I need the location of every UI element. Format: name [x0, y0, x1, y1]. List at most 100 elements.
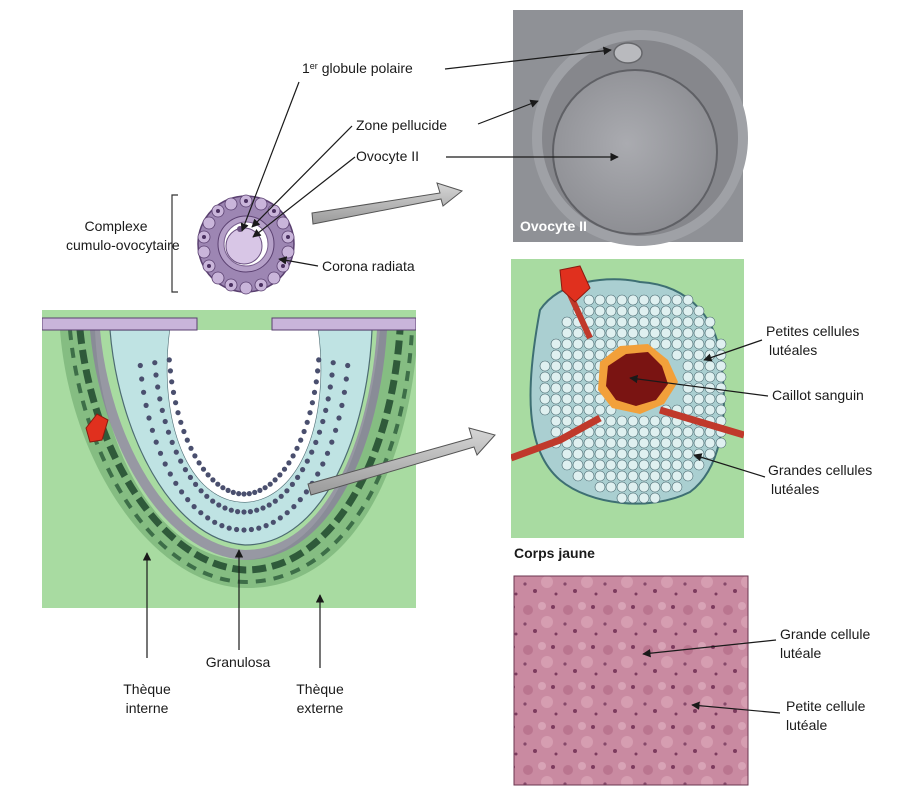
lutein-cell: [705, 361, 715, 371]
lutein-cell: [683, 306, 693, 316]
lutein-cell: [573, 328, 583, 338]
lutein-cell: [562, 361, 572, 371]
lutein-cell: [551, 394, 561, 404]
lutein-cell: [683, 438, 693, 448]
lutein-cell: [617, 328, 627, 338]
granulosa-nucleus: [323, 408, 328, 413]
lutein-cell: [639, 482, 649, 492]
granulosa-nucleus: [256, 526, 261, 531]
lutein-cell: [584, 372, 594, 382]
granulosa-nucleus: [329, 440, 334, 445]
lutein-cell: [650, 416, 660, 426]
lutein-cell: [639, 317, 649, 327]
label-theque-interne: Thèque interne: [102, 680, 192, 718]
lutein-cell: [683, 372, 693, 382]
lutein-cell: [716, 361, 726, 371]
granulosa-nucleus: [150, 428, 155, 433]
label-theque-externe-line2: externe: [275, 699, 365, 718]
lutein-cell: [606, 460, 616, 470]
granulosa-nucleus: [257, 488, 262, 493]
granulosa-nucleus: [260, 505, 265, 510]
lutein-cell: [705, 394, 715, 404]
granulosa-nucleus: [336, 415, 341, 420]
granulosa-nucleus: [241, 509, 246, 514]
granulosa-nucleus: [282, 467, 287, 472]
lutein-cell: [584, 449, 594, 459]
lutein-cell: [650, 449, 660, 459]
granulosa-nucleus: [316, 357, 321, 362]
lutein-cell: [628, 449, 638, 459]
lutein-cell: [617, 416, 627, 426]
lutein-cell: [595, 328, 605, 338]
granulosa-nucleus: [241, 527, 246, 532]
granulosa-nucleus: [234, 527, 239, 532]
lutein-cell: [606, 295, 616, 305]
granulosa-nucleus: [325, 451, 330, 456]
granulosa-nucleus: [333, 428, 338, 433]
granulosa-nucleus: [167, 357, 172, 362]
lutein-cell: [705, 372, 715, 382]
lutein-cell: [606, 438, 616, 448]
granulosa-nucleus: [304, 489, 309, 494]
granulosa-nucleus: [168, 471, 173, 476]
granulosa-nucleus: [188, 446, 193, 451]
lutein-cell: [573, 405, 583, 415]
granulosa-nucleus: [291, 504, 296, 509]
label-globule-polaire: 1er globule polaire: [302, 59, 413, 78]
label-complexe-line1: Complexe: [66, 217, 166, 236]
lutein-cell: [595, 438, 605, 448]
lutein-cell: [595, 449, 605, 459]
lutein-cell: [672, 471, 682, 481]
lutein-cell: [595, 339, 605, 349]
granulosa-nucleus: [302, 429, 307, 434]
label-grande-cellule-line1: Grande cellule: [780, 625, 870, 644]
granulosa-nucleus: [317, 430, 322, 435]
granulosa-nucleus: [146, 415, 151, 420]
granulosa-nucleus: [339, 403, 344, 408]
granulosa-nucleus: [163, 419, 168, 424]
lutein-cell: [606, 471, 616, 481]
lutein-cell: [562, 383, 572, 393]
lutein-cell: [683, 295, 693, 305]
lutein-cell: [628, 460, 638, 470]
granulosa-nucleus: [345, 363, 350, 368]
lutein-cell: [573, 361, 583, 371]
leader-ovocyte-complex: [253, 157, 355, 237]
granulosa-nucleus: [199, 488, 204, 493]
granulosa-nucleus: [201, 467, 206, 472]
lutein-cell: [584, 383, 594, 393]
label-zone-pellucide: Zone pellucide: [356, 116, 447, 135]
lutein-cell: [716, 438, 726, 448]
granulosa-nucleus: [138, 363, 143, 368]
lutein-cell: [617, 295, 627, 305]
lutein-cell: [705, 328, 715, 338]
lutein-cell: [584, 405, 594, 415]
granulosa-nucleus: [305, 420, 310, 425]
lutein-cell: [672, 317, 682, 327]
granulosa-nucleus: [168, 368, 173, 373]
lutein-cell: [716, 405, 726, 415]
lutein-cell: [650, 306, 660, 316]
label-grande-cellule-line2: lutéale: [780, 644, 870, 663]
granulosa-nucleus: [235, 509, 240, 514]
granulosa-nucleus: [169, 379, 174, 384]
lutein-cell: [551, 416, 561, 426]
lutein-cell: [672, 460, 682, 470]
granulosa-nucleus: [312, 390, 317, 395]
lutein-cell: [584, 306, 594, 316]
lutein-cell: [551, 405, 561, 415]
lutein-cell: [562, 405, 572, 415]
lutein-cell: [562, 416, 572, 426]
lutein-cell: [562, 394, 572, 404]
granulosa-nucleus: [298, 438, 303, 443]
lutein-cell: [694, 339, 704, 349]
lutein-cell: [650, 328, 660, 338]
lutein-cell: [694, 361, 704, 371]
granulosa-nucleus: [155, 384, 160, 389]
granulosa-nucleus: [284, 488, 289, 493]
lutein-cell: [672, 295, 682, 305]
lutein-cell: [661, 295, 671, 305]
label-theque-externe-line1: Thèque: [275, 680, 365, 699]
lutein-cell: [595, 317, 605, 327]
granulosa-nucleus: [210, 477, 215, 482]
